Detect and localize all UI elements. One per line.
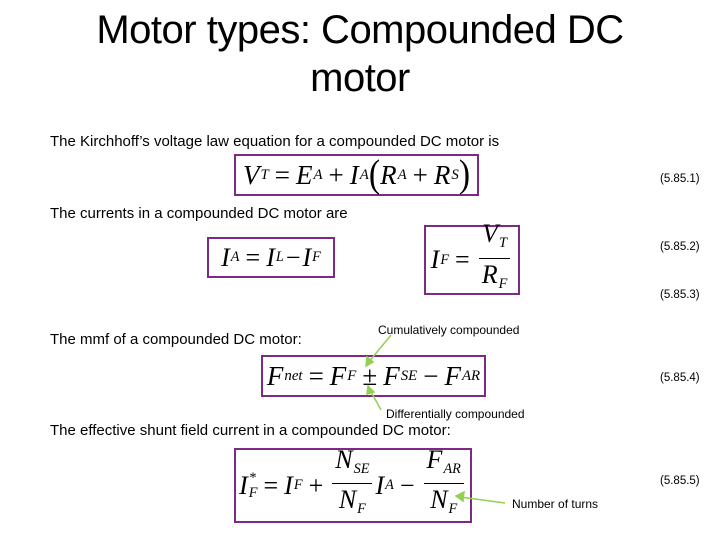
turns-arrow-icon [459, 496, 506, 504]
fraction-armature-reaction: FAR NF [423, 445, 464, 526]
fraction-turns-ratio: NSE NF [332, 445, 373, 526]
turns-annotation: Number of turns [512, 497, 599, 511]
fraction: VT RF [479, 219, 511, 300]
equation-number-5-85-2: (5.85.2) [660, 241, 700, 253]
equation-number-5-85-1: (5.85.1) [660, 173, 700, 185]
shunt-current-intro-text: The effective shunt field current in a c… [50, 422, 451, 439]
title-line-1: Motor types: Compounded DC [96, 8, 624, 52]
currents-intro-text: The currents in a compounded DC motor ar… [50, 205, 348, 222]
differential-annotation: Differentially compounded [386, 407, 525, 421]
mmf-intro-text: The mmf of a compounded DC motor: [50, 331, 302, 348]
equation-number-5-85-3: (5.85.3) [660, 289, 700, 301]
cumulative-arrow-icon [367, 334, 392, 364]
slide-title: Motor types: Compounded DC motor [0, 6, 720, 102]
cumulative-annotation: Cumulatively compounded [378, 323, 520, 337]
equation-number-5-85-4: (5.85.4) [660, 372, 700, 384]
equation-number-5-85-5: (5.85.5) [660, 475, 700, 487]
kvl-intro-text: The Kirchhoff’s voltage law equation for… [50, 133, 500, 150]
title-line-2: motor [310, 56, 410, 100]
